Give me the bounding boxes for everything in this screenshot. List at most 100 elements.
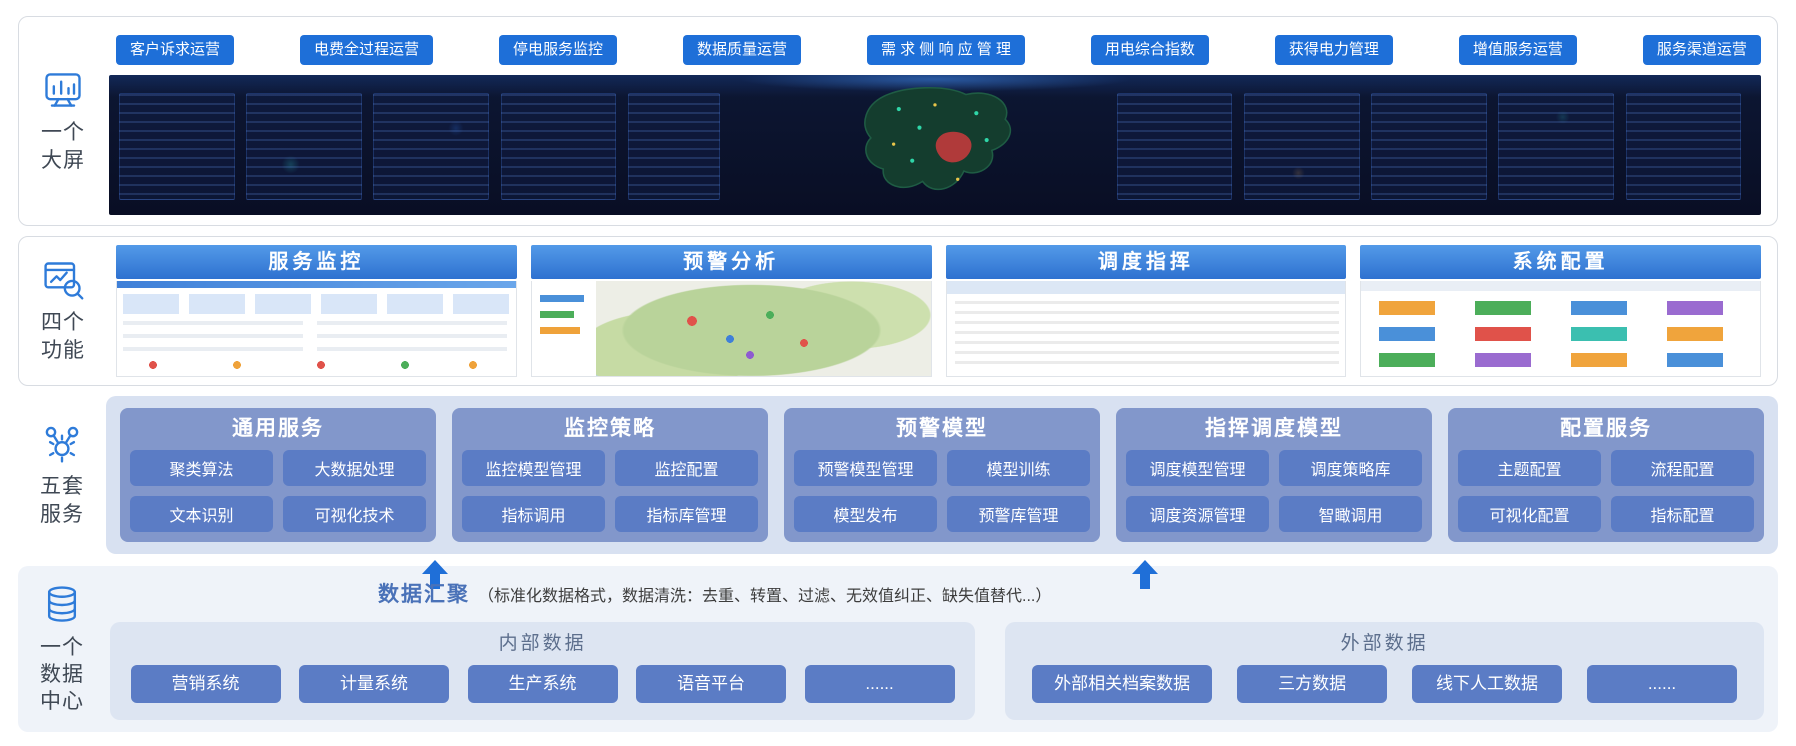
function-panels-row: 服务监控 预警分析 调度指挥 系统配置	[116, 245, 1761, 377]
five-services-label-line: 服务	[40, 502, 84, 526]
data-aggregation-line: 数据汇聚 （标准化数据格式，数据清洗：去重、转置、过滤、无效值纠正、缺失值替代.…	[378, 578, 1051, 608]
big-screen-label-line: 一个	[41, 121, 85, 145]
data-source-pill: 线下人工数据	[1412, 664, 1563, 703]
up-arrow-icon	[422, 560, 448, 590]
five-services-label: 五套 服务	[40, 473, 84, 528]
tag-value-added: 增值服务运营	[1458, 35, 1577, 65]
tag-customer-appeal: 客户诉求运营	[116, 35, 235, 65]
service-card-dispatch-model: 指挥调度模型 调度模型管理 调度策略库 调度资源管理 智瞰调用	[1116, 408, 1432, 542]
panel-title: 预警分析	[530, 245, 932, 279]
service-card-title: 预警模型	[896, 417, 988, 440]
service-card-items: 预警模型管理 模型训练 模型发布 预警库管理	[794, 450, 1090, 532]
service-item: 可视化技术	[283, 496, 426, 532]
tag-data-quality: 数据质量运营	[682, 35, 801, 65]
four-functions-section: 四个 功能 服务监控 预警分析 调度指挥 系统配置	[18, 236, 1778, 386]
data-source-pill: 生产系统	[467, 664, 618, 703]
tag-power-index: 用电综合指数	[1090, 35, 1209, 65]
service-card-items: 聚类算法 大数据处理 文本识别 可视化技术	[130, 450, 426, 532]
panel-system-config: 系统配置	[1360, 245, 1761, 377]
internal-data-group: 内部数据 营销系统 计量系统 生产系统 语音平台 ......	[110, 622, 976, 720]
data-aggregation-note: （标准化数据格式，数据清洗：去重、转置、过滤、无效值纠正、缺失值替代...）	[478, 588, 1052, 605]
dashboard-widget	[118, 93, 235, 200]
data-source-pill: 语音平台	[636, 664, 787, 703]
service-item: 模型发布	[794, 496, 937, 532]
tag-electricity-fee: 电费全过程运营	[299, 35, 433, 65]
panel-service-monitoring: 服务监控	[116, 245, 517, 377]
service-card-items: 主题配置 流程配置 可视化配置 指标配置	[1458, 450, 1754, 532]
external-data-group: 外部数据 外部相关档案数据 三方数据 线下人工数据 ......	[1005, 622, 1764, 720]
tag-power-access: 获得电力管理	[1274, 35, 1393, 65]
big-screen-section: 一个 大屏 客户诉求运营 电费全过程运营 停电服务监控 数据质量运营 需 求 侧…	[18, 16, 1778, 226]
data-center-label-line: 数据	[40, 662, 84, 686]
five-services-side: 五套 服务	[18, 396, 106, 554]
service-card-title: 指挥调度模型	[1205, 417, 1343, 440]
internal-data-pills: 营销系统 计量系统 生产系统 语音平台 ......	[122, 659, 963, 708]
world-map-graphic	[864, 86, 1012, 190]
data-source-pill: 计量系统	[299, 664, 450, 703]
four-functions-label-line: 功能	[41, 338, 85, 362]
operation-tags-row: 客户诉求运营 电费全过程运营 停电服务监控 数据质量运营 需 求 侧 响 应 管…	[116, 35, 1761, 65]
dashboard-widget	[1243, 93, 1360, 200]
dashboard-widget	[1371, 93, 1487, 200]
panel-screenshot-warning-analysis	[530, 281, 932, 377]
service-item: 调度策略库	[1279, 450, 1422, 486]
service-item: 指标库管理	[615, 496, 758, 532]
data-source-groups: 内部数据 营销系统 计量系统 生产系统 语音平台 ...... 外部数据 外部相…	[110, 622, 1764, 720]
database-icon	[47, 585, 77, 622]
dashboard-widget	[627, 93, 721, 200]
internal-data-title: 内部数据	[498, 633, 587, 654]
service-item: 指标调用	[462, 496, 605, 532]
service-cards-panel: 通用服务 聚类算法 大数据处理 文本识别 可视化技术 监控策略 监控模型管理 监…	[106, 396, 1778, 554]
service-item: 大数据处理	[283, 450, 426, 486]
service-item: 智瞰调用	[1279, 496, 1422, 532]
tag-demand-response: 需 求 侧 响 应 管 理	[866, 35, 1025, 65]
panel-title: 系统配置	[1360, 245, 1761, 279]
service-card-title: 配置服务	[1560, 417, 1652, 440]
service-item: 监控配置	[615, 450, 758, 486]
five-services-section: 五套 服务 通用服务 聚类算法 大数据处理 文本识别 可视化技术 监控策略 监控…	[18, 396, 1778, 554]
service-card-items: 监控模型管理 监控配置 指标调用 指标库管理	[462, 450, 758, 532]
five-services-label-line: 五套	[40, 475, 84, 499]
service-item: 可视化配置	[1458, 496, 1601, 532]
service-card-title: 监控策略	[564, 417, 656, 440]
panel-title: 服务监控	[116, 245, 517, 279]
big-screen-side: 一个 大屏	[19, 17, 107, 225]
data-center-section: 一个 数据 中心 数据汇聚 （标准化数据格式，数据清洗：去重、转置、过滤、无效值…	[18, 560, 1778, 732]
service-item: 监控模型管理	[462, 450, 605, 486]
data-center-label: 一个 数据 中心	[40, 634, 84, 716]
panel-title: 调度指挥	[945, 245, 1347, 279]
service-item: 文本识别	[130, 496, 273, 532]
bar-chart-screen-icon	[45, 73, 81, 107]
service-card-warning-model: 预警模型 预警模型管理 模型训练 模型发布 预警库管理	[784, 408, 1100, 542]
service-card-title: 通用服务	[232, 417, 324, 440]
dashboard-widget	[1116, 93, 1233, 200]
service-card-config: 配置服务 主题配置 流程配置 可视化配置 指标配置	[1448, 408, 1764, 542]
dashboard-widget	[373, 93, 489, 200]
service-item: 主题配置	[1458, 450, 1601, 486]
data-center-label-line: 中心	[40, 690, 84, 714]
data-aggregation-title: 数据汇聚	[378, 583, 470, 606]
panel-screenshot-service-monitoring	[116, 281, 517, 377]
data-source-pill: 外部相关档案数据	[1032, 664, 1213, 703]
data-source-pill: 三方数据	[1237, 664, 1388, 703]
service-card-items: 调度模型管理 调度策略库 调度资源管理 智瞰调用	[1126, 450, 1422, 532]
data-source-pill: ......	[804, 664, 955, 703]
big-screen-label: 一个 大屏	[41, 119, 85, 174]
dashboard-widget	[246, 93, 362, 200]
data-source-pill: ......	[1586, 664, 1737, 703]
four-functions-side: 四个 功能	[19, 237, 107, 385]
data-source-pill: 营销系统	[130, 664, 281, 703]
tag-service-channel: 服务渠道运营	[1642, 35, 1761, 65]
service-nodes-icon	[45, 426, 79, 463]
tag-outage-monitor: 停电服务监控	[498, 35, 617, 65]
panel-dispatch-command: 调度指挥	[945, 245, 1347, 377]
service-card-general: 通用服务 聚类算法 大数据处理 文本识别 可视化技术	[120, 408, 436, 542]
service-item: 指标配置	[1611, 496, 1754, 532]
service-item: 调度资源管理	[1126, 496, 1269, 532]
four-functions-label: 四个 功能	[41, 309, 85, 364]
service-item: 聚类算法	[130, 450, 273, 486]
service-card-monitoring-strategy: 监控策略 监控模型管理 监控配置 指标调用 指标库管理	[452, 408, 768, 542]
service-item: 模型训练	[947, 450, 1090, 486]
service-item: 流程配置	[1611, 450, 1754, 486]
